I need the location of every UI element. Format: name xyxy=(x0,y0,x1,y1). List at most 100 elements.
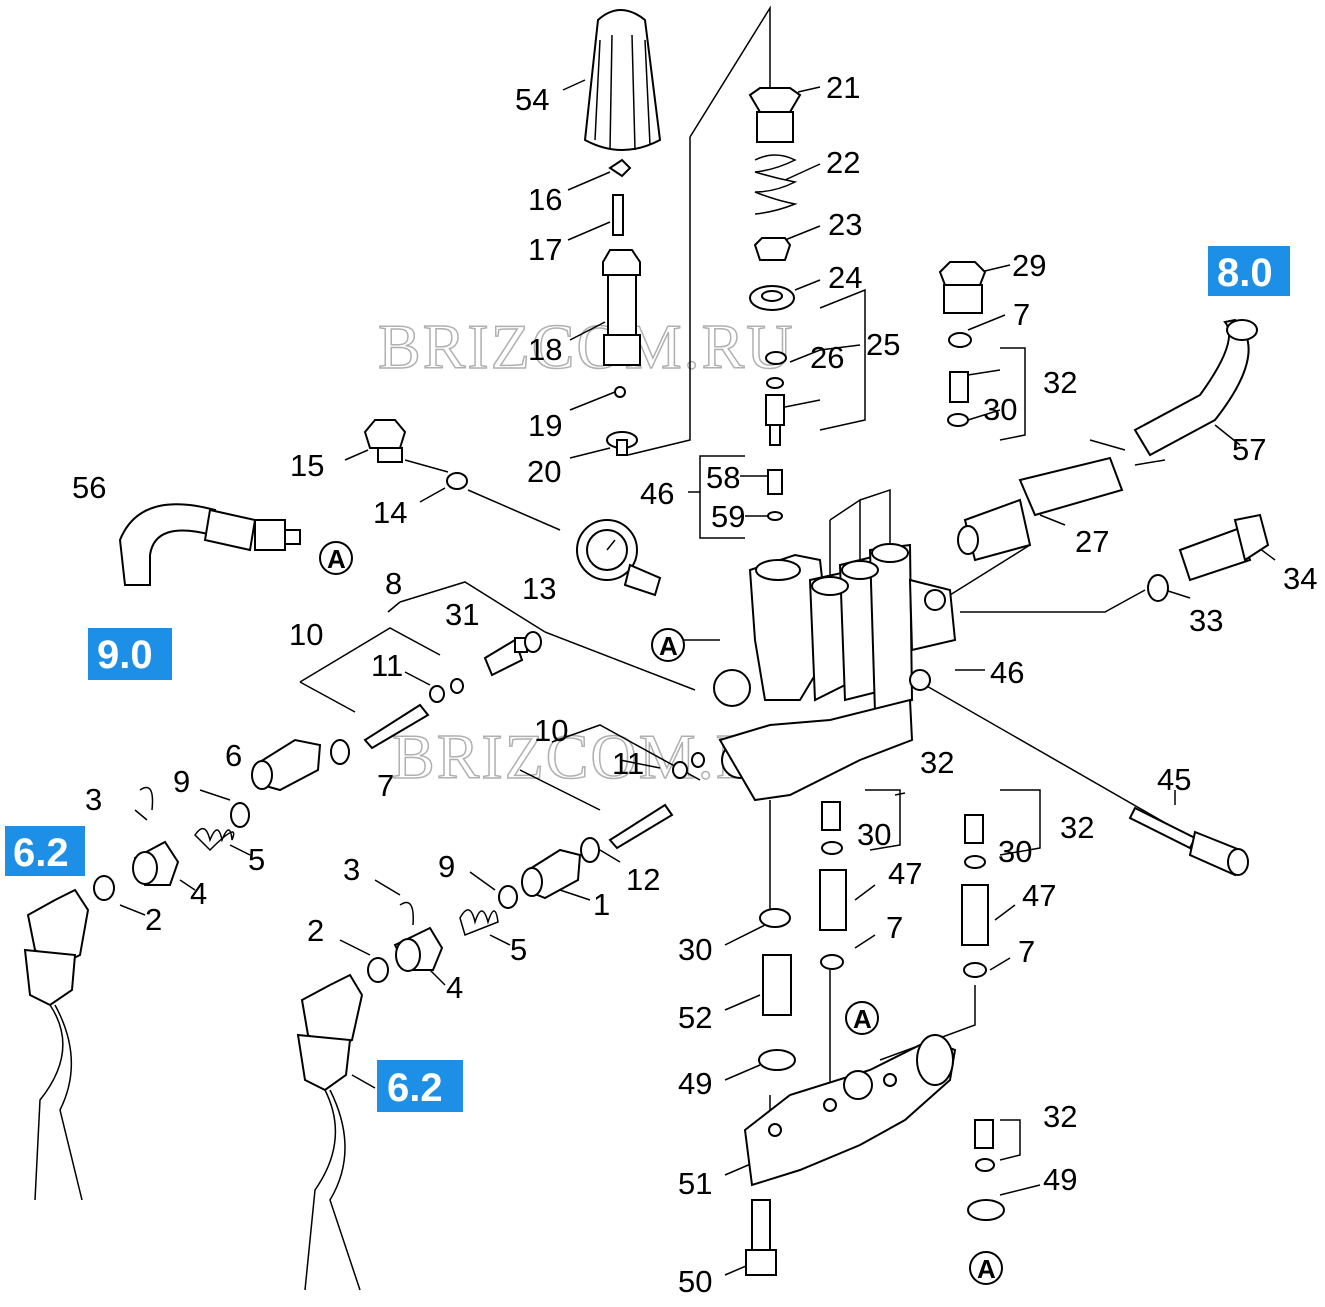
part-57-hose xyxy=(1133,318,1258,457)
connection-marker-a: A xyxy=(319,541,353,575)
part-30-oring-top xyxy=(947,413,969,427)
part-label: 1 xyxy=(593,887,610,922)
part-5-spring-left xyxy=(194,827,235,852)
part-14-oring xyxy=(446,472,468,490)
part-label: 9 xyxy=(173,764,190,799)
part-31-valve xyxy=(483,637,528,677)
svg-text:6.2: 6.2 xyxy=(387,1066,443,1110)
part-label: 47 xyxy=(888,856,922,891)
part-label: 31 xyxy=(445,597,479,632)
part-11-ring-lower xyxy=(672,752,705,779)
part-label: 7 xyxy=(377,768,394,803)
part-label: 7 xyxy=(886,910,903,945)
connection-marker-a: A xyxy=(651,628,685,662)
part-label: 4 xyxy=(190,876,207,911)
part-label: 20 xyxy=(527,454,561,489)
part-17-screw xyxy=(612,194,624,236)
svg-text:A: A xyxy=(327,544,346,574)
part-label: 8 xyxy=(385,566,402,601)
part-label: 49 xyxy=(678,1066,712,1101)
part-label: 46 xyxy=(640,476,674,511)
part-51-manifold xyxy=(743,1034,957,1187)
svg-text:8.0: 8.0 xyxy=(1217,251,1273,295)
part-13-gauge xyxy=(576,519,662,597)
part-label: 32 xyxy=(920,745,954,780)
part-label: 30 xyxy=(998,834,1032,869)
part-label: 19 xyxy=(528,408,562,443)
part-27-connector xyxy=(957,456,1124,562)
part-label: 3 xyxy=(343,852,360,887)
part-label: 32 xyxy=(1043,1099,1077,1134)
part-label: 9 xyxy=(438,849,455,884)
part-9-washer-left xyxy=(230,802,250,828)
part-label: 23 xyxy=(828,207,862,242)
part-label: 22 xyxy=(826,145,860,180)
part-5-spring-right xyxy=(459,909,499,936)
reference-box-8-0: 8.0 xyxy=(1208,246,1290,296)
part-32-valve-top xyxy=(949,371,969,403)
part-label: 18 xyxy=(528,332,562,367)
part-16-nut xyxy=(608,158,632,178)
part-32-valve-mid-left xyxy=(821,801,841,831)
part-label: 5 xyxy=(248,842,265,877)
part-label: 7 xyxy=(1018,934,1035,969)
part-label: 3 xyxy=(85,782,102,817)
part-label: 11 xyxy=(371,648,403,683)
part-label: 52 xyxy=(678,1000,712,1035)
part-label: 56 xyxy=(72,470,106,505)
part-label: 21 xyxy=(826,70,860,105)
part-12-oring xyxy=(580,837,600,863)
part-label: 14 xyxy=(373,495,407,530)
part-label: 54 xyxy=(515,82,549,117)
part-6.2-switch-left xyxy=(23,888,90,1201)
part-label: 16 xyxy=(528,182,562,217)
part-3-clip-left xyxy=(139,786,154,811)
part-6-fitting xyxy=(251,738,322,792)
part-47-sleeve-right xyxy=(961,884,989,946)
reference-box-9-0: 9.0 xyxy=(88,628,172,680)
watermark-top: BRIZCOM.RU xyxy=(378,311,795,382)
part-label: 58 xyxy=(706,460,740,495)
part-49-oring-lower xyxy=(758,1049,796,1071)
part-1-fitting xyxy=(521,848,582,900)
part-3-clip-right xyxy=(399,901,414,926)
part-34-adapter xyxy=(1178,513,1270,582)
connection-marker-a: A xyxy=(969,1251,1003,1285)
svg-text:A: A xyxy=(977,1254,996,1284)
part-label: 50 xyxy=(678,1264,712,1299)
part-2-washer-right xyxy=(367,957,389,983)
part-30-oring-mid-left xyxy=(821,841,843,855)
part-26-ring xyxy=(765,351,787,389)
part-11-ring-upper xyxy=(429,678,464,703)
part-50-bolt xyxy=(745,1199,777,1276)
part-56-hose xyxy=(118,503,301,586)
part-label: 34 xyxy=(1283,561,1317,596)
svg-text:9.0: 9.0 xyxy=(97,633,153,677)
part-20-seat xyxy=(606,431,638,456)
part-label: 4 xyxy=(446,970,463,1005)
reference-box-6-2-left: 6.2 xyxy=(5,826,85,876)
part-49-oring-lower-right xyxy=(967,1199,1005,1221)
part-7-oring-left xyxy=(330,739,350,765)
part-label: 17 xyxy=(528,232,562,267)
connection-marker-a: A xyxy=(845,1001,879,1035)
part-label: 25 xyxy=(866,327,900,362)
svg-text:A: A xyxy=(659,631,678,661)
svg-text:A: A xyxy=(853,1004,872,1034)
part-32-valve-mid-right xyxy=(964,814,984,844)
part-6.2-switch-right xyxy=(296,973,364,1291)
leader-lines xyxy=(119,5,1276,1276)
part-32-valve-lower xyxy=(974,1119,994,1149)
part-24-nut xyxy=(749,285,795,311)
part-29-plug xyxy=(938,261,987,314)
part-47-sleeve-left xyxy=(819,869,847,931)
part-22-spring xyxy=(754,154,798,215)
part-18-valve-body xyxy=(602,249,641,366)
part-label: 59 xyxy=(711,499,745,534)
part-label: 26 xyxy=(810,340,844,375)
part-15-plug xyxy=(363,419,407,463)
svg-text:6.2: 6.2 xyxy=(13,831,69,875)
part-10-pin-upper xyxy=(363,703,430,750)
part-label: 33 xyxy=(1189,603,1223,638)
part-59-oring xyxy=(767,511,783,521)
